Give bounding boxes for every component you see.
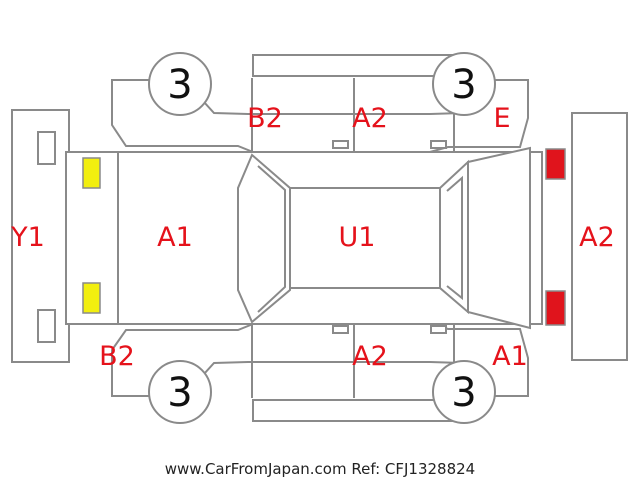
code-rear: A2 (579, 222, 615, 253)
rear-lamp-bottom (545, 290, 566, 326)
bottom-side-outline (111, 323, 529, 397)
front-bumper-slot-top (37, 131, 56, 165)
windshield-inner (257, 165, 286, 313)
code-top-rear-quarter: E (493, 103, 510, 134)
tire-top-left: 3 (148, 52, 212, 116)
tire-circle (148, 360, 212, 424)
code-roof: U1 (339, 222, 376, 253)
code-front-bumper: Y1 (10, 222, 45, 253)
front-lamp-bottom (82, 282, 101, 314)
tire-number: 3 (451, 62, 476, 108)
front-lamp-top (82, 157, 101, 189)
rear-lamp-top (545, 148, 566, 180)
tire-bottom-left: 3 (148, 360, 212, 424)
footer-reference: www.CarFromJapan.com Ref: CFJ1328824 (165, 460, 475, 478)
tire-number: 3 (451, 370, 476, 416)
code-bottom-rear-quarter: A1 (492, 341, 528, 372)
tire-bottom-right: 3 (432, 360, 496, 424)
top-door-handle-front (332, 140, 349, 149)
top-door-handle-rear (430, 140, 447, 149)
bottom-rocker (252, 399, 455, 422)
rear-bumper-outline (571, 112, 628, 361)
tire-number: 3 (167, 370, 192, 416)
tire-top-right: 3 (432, 52, 496, 116)
tire-number: 3 (167, 62, 192, 108)
tire-circle (148, 52, 212, 116)
code-top-left-quarter: B2 (247, 103, 283, 134)
top-side-outline (111, 79, 529, 153)
tire-circle (432, 52, 496, 116)
bottom-door-handle-front (332, 325, 349, 334)
trunk-panel (467, 146, 531, 330)
front-bumper-slot-bottom (37, 309, 56, 343)
windshield (237, 153, 291, 324)
top-roof-rail (252, 54, 455, 77)
code-bottom-doors: A2 (352, 341, 388, 372)
roof-outline (289, 187, 441, 289)
bottom-door-handle-rear (430, 325, 447, 334)
rear-window-inner (446, 175, 463, 301)
code-hood: A1 (157, 222, 193, 253)
code-top-left-door: A2 (352, 103, 388, 134)
tire-circle (432, 360, 496, 424)
code-bottom-front-fender: B2 (99, 341, 135, 372)
